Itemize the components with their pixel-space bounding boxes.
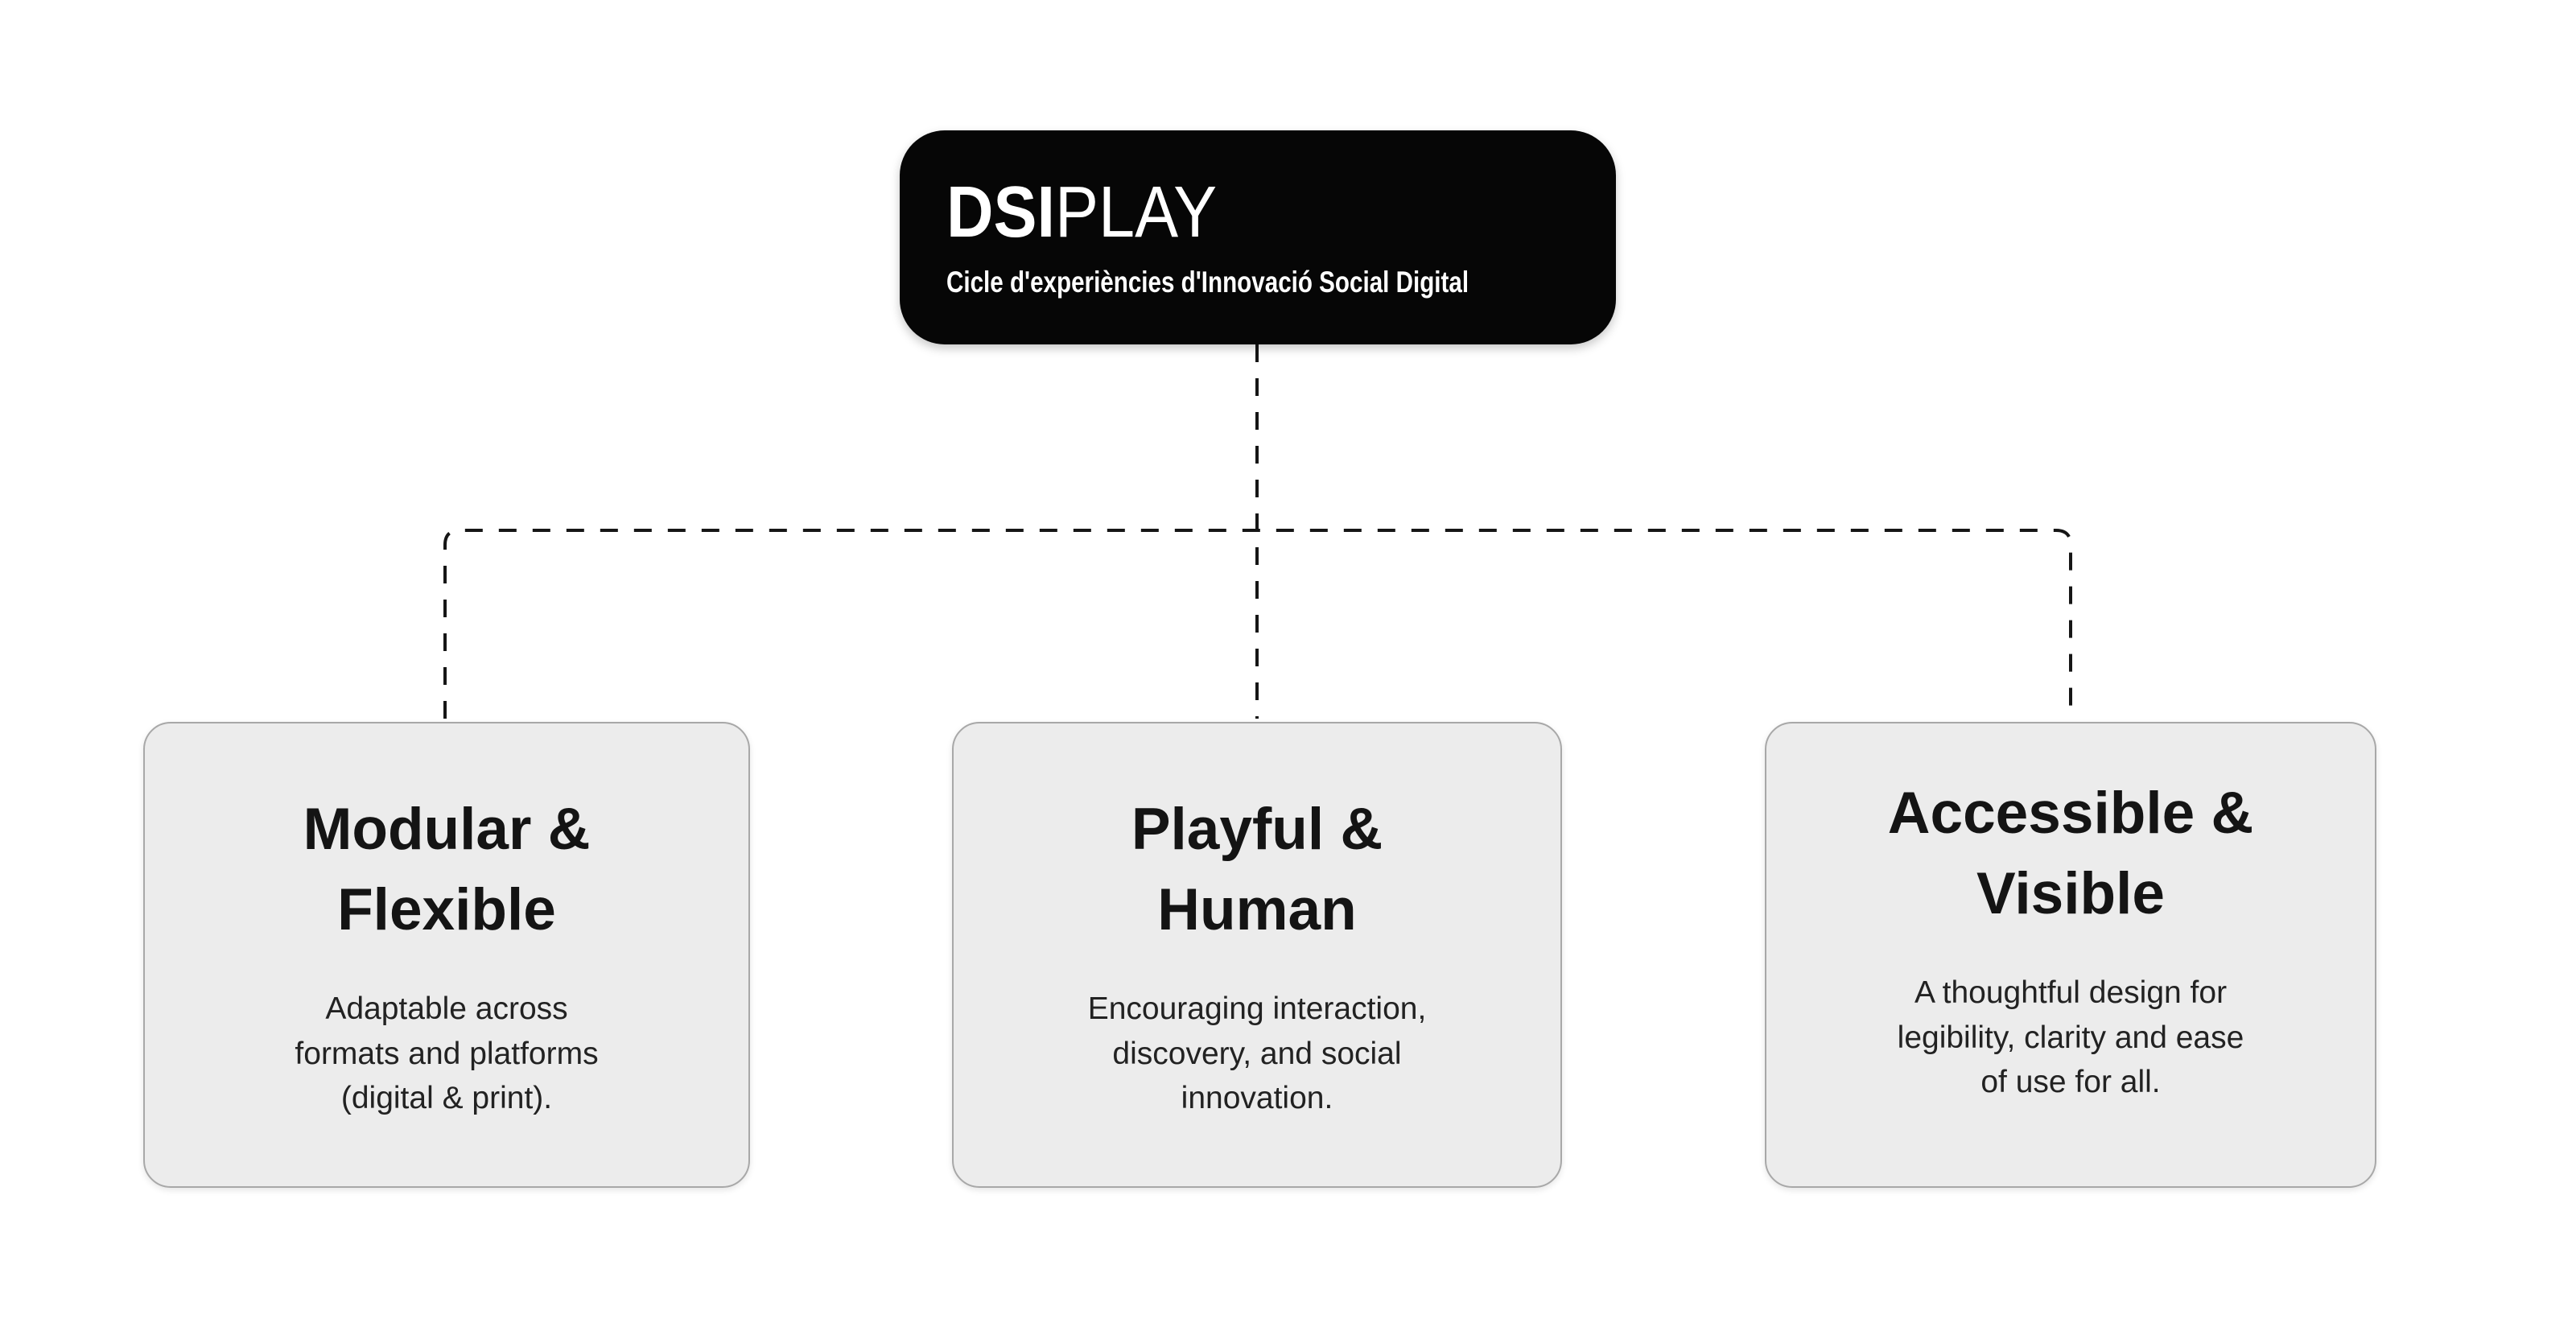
card-body: Encouraging interaction, discovery, and …: [1087, 991, 1427, 1115]
card-heading: Playful & Human: [1131, 796, 1383, 943]
card-heading: Accessible & Visible: [1887, 780, 2254, 927]
brand-title-light: PLAY: [1055, 172, 1218, 253]
card-content: Playful & Human Encouraging interaction,…: [1088, 789, 1427, 1121]
card-content: Modular & Flexible Adaptable across form…: [295, 789, 598, 1121]
brand-title: DSIPLAY: [946, 174, 1616, 252]
card-body: A thoughtful design for legibility, clar…: [1897, 975, 2244, 1099]
card-accessible-visible: Accessible & Visible A thoughtful design…: [1765, 722, 2376, 1188]
brand-subtitle: Cicle d'experiències d'Innovació Social …: [946, 266, 1469, 299]
card-content: Accessible & Visible A thoughtful design…: [1888, 773, 2253, 1105]
card-body: Adaptable across formats and platforms (…: [295, 991, 599, 1115]
card-modular-flexible: Modular & Flexible Adaptable across form…: [143, 722, 750, 1188]
card-playful-human: Playful & Human Encouraging interaction,…: [952, 722, 1562, 1188]
root-node-dsiplay: DSIPLAY Cicle d'experiències d'Innovació…: [900, 130, 1616, 344]
brand-title-bold: DSI: [946, 172, 1056, 253]
card-heading: Modular & Flexible: [303, 796, 591, 943]
connector-elbow-left-right: [443, 529, 2072, 719]
